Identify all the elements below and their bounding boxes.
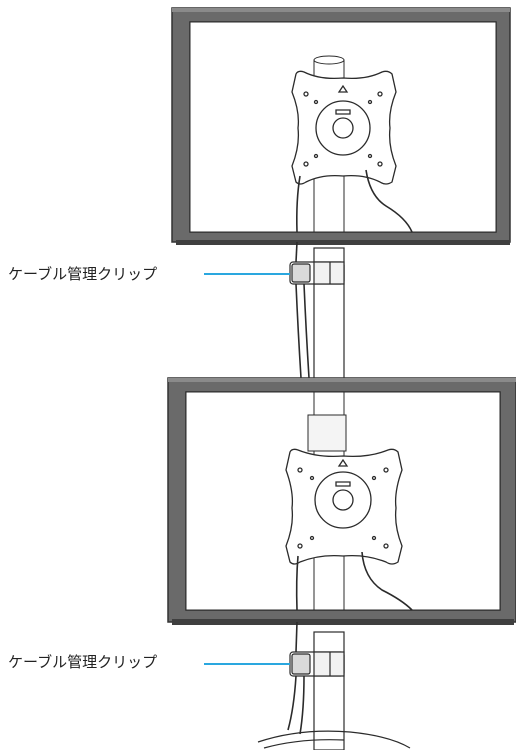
cables-bottom bbox=[287, 551, 413, 735]
cables-middle bbox=[295, 283, 310, 379]
vesa-plate-top bbox=[291, 70, 397, 185]
callout-label-bottom: ケーブル管理クリップ bbox=[8, 653, 158, 671]
cable-clip-top bbox=[289, 261, 345, 285]
cable-clip-bottom bbox=[289, 651, 345, 677]
desk-base-lines bbox=[257, 730, 411, 749]
callout-label-top: ケーブル管理クリップ bbox=[8, 265, 158, 283]
cables-top bbox=[295, 169, 413, 263]
vesa-plate-bottom bbox=[285, 448, 403, 565]
